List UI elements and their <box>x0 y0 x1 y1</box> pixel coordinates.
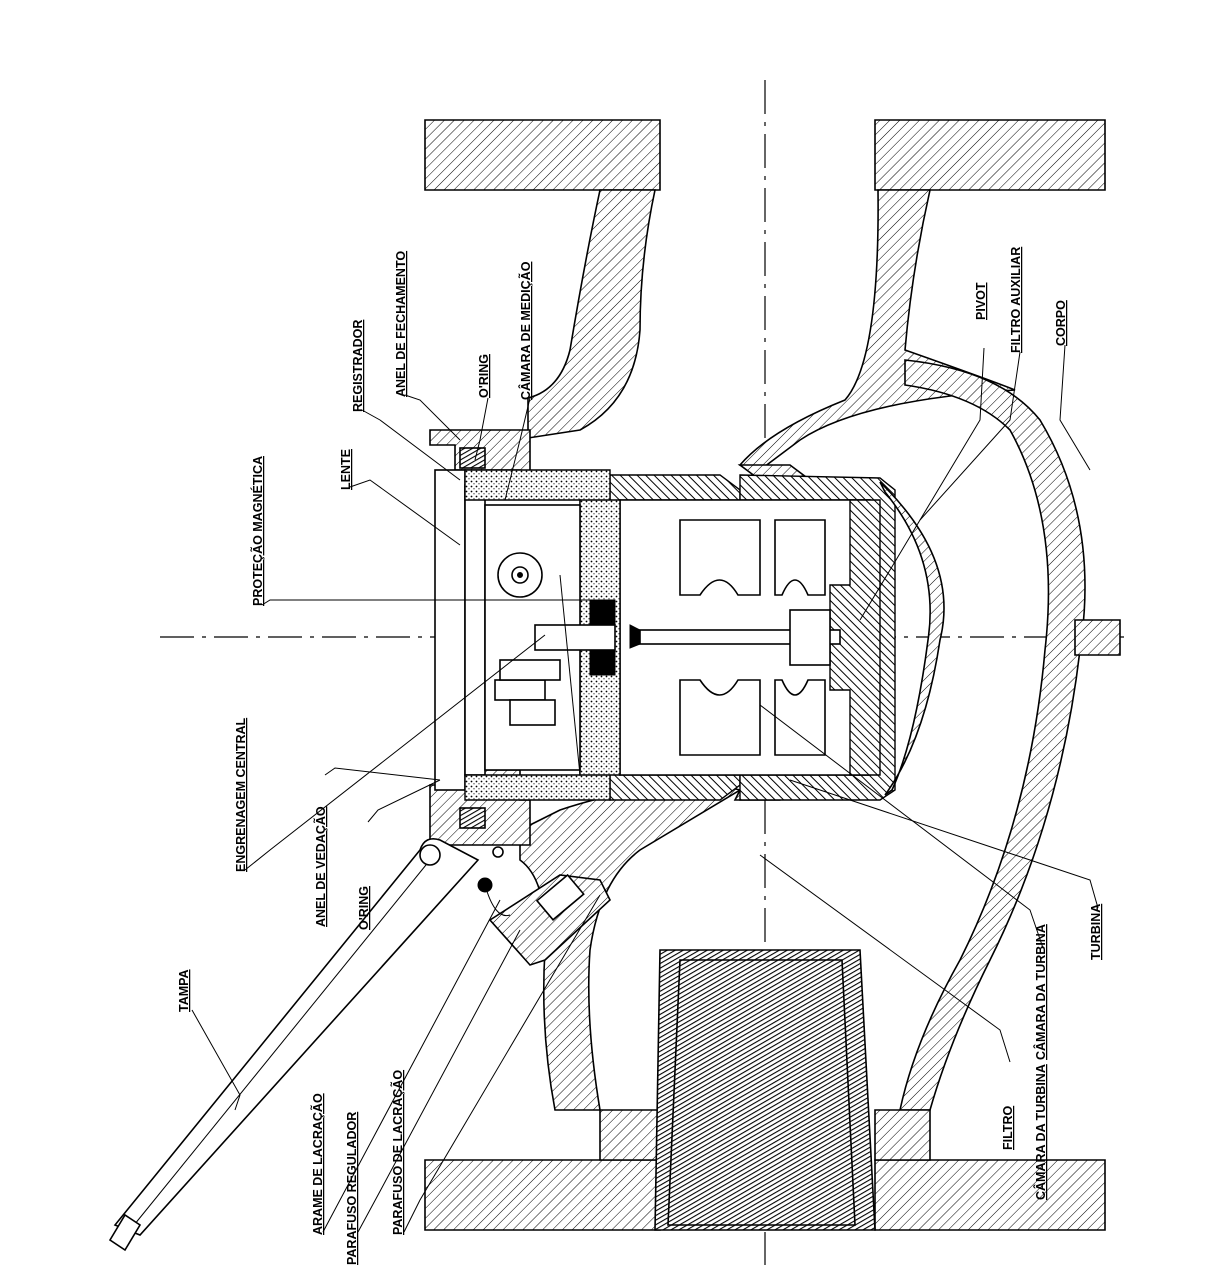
label-engrenagem-central: ENGRENAGEM CENTRAL <box>234 717 248 872</box>
label-protecao-magnetica: PROTEÇÃO MAGNÉTICA <box>250 456 265 606</box>
label-arame-de-lacracao: ARAME DE LACRAÇÃO <box>310 1093 325 1235</box>
label-oring-top: O'RING <box>477 354 491 398</box>
label-filtro-auxiliar: FILTRO AUXILIAR <box>1009 247 1023 353</box>
leader-lines <box>191 344 1099 1233</box>
label-turbina: TURBINA <box>1089 904 1103 960</box>
label-lente: LENTE <box>339 449 353 490</box>
label-parafuso-regulador: PARAFUSO REGULADOR <box>345 1112 359 1265</box>
regulator-screw <box>477 846 611 966</box>
label-anel-de-fechamento: ANEL DE FECHAMENTO <box>394 251 408 397</box>
register <box>429 429 621 846</box>
label-registrador: REGISTRADOR <box>351 320 365 412</box>
label-camara-de-medicao: CÂMARA DE MEDIÇÃO <box>518 261 533 400</box>
turbine-chamber <box>609 474 945 801</box>
label-anel-de-vedacao: ANEL DE VEDAÇÃO <box>313 806 328 927</box>
meter-body <box>424 119 1121 1231</box>
label-tampa: TAMPA <box>177 969 191 1012</box>
filter <box>654 949 876 1231</box>
label-parafuso-de-lacracao: PARAFUSO DE LACRAÇÃO <box>390 1070 405 1235</box>
label-corpo: CORPO <box>1054 300 1068 346</box>
labels: TAMPA ENGRENAGEM CENTRAL ARAME DE LACRAÇ… <box>177 247 1103 1265</box>
label-camara-da-turbina: CÂMARA DA TURBINA <box>1033 924 1048 1060</box>
cover-lid <box>108 837 480 1252</box>
label-pivot: PIVOT <box>974 282 988 320</box>
label-camara-da-turbina-2: CÂMARA DA TURBINA <box>1033 1064 1048 1200</box>
label-filtro: FILTRO <box>1001 1106 1015 1150</box>
label-oring-bottom: O'RING <box>357 886 371 930</box>
